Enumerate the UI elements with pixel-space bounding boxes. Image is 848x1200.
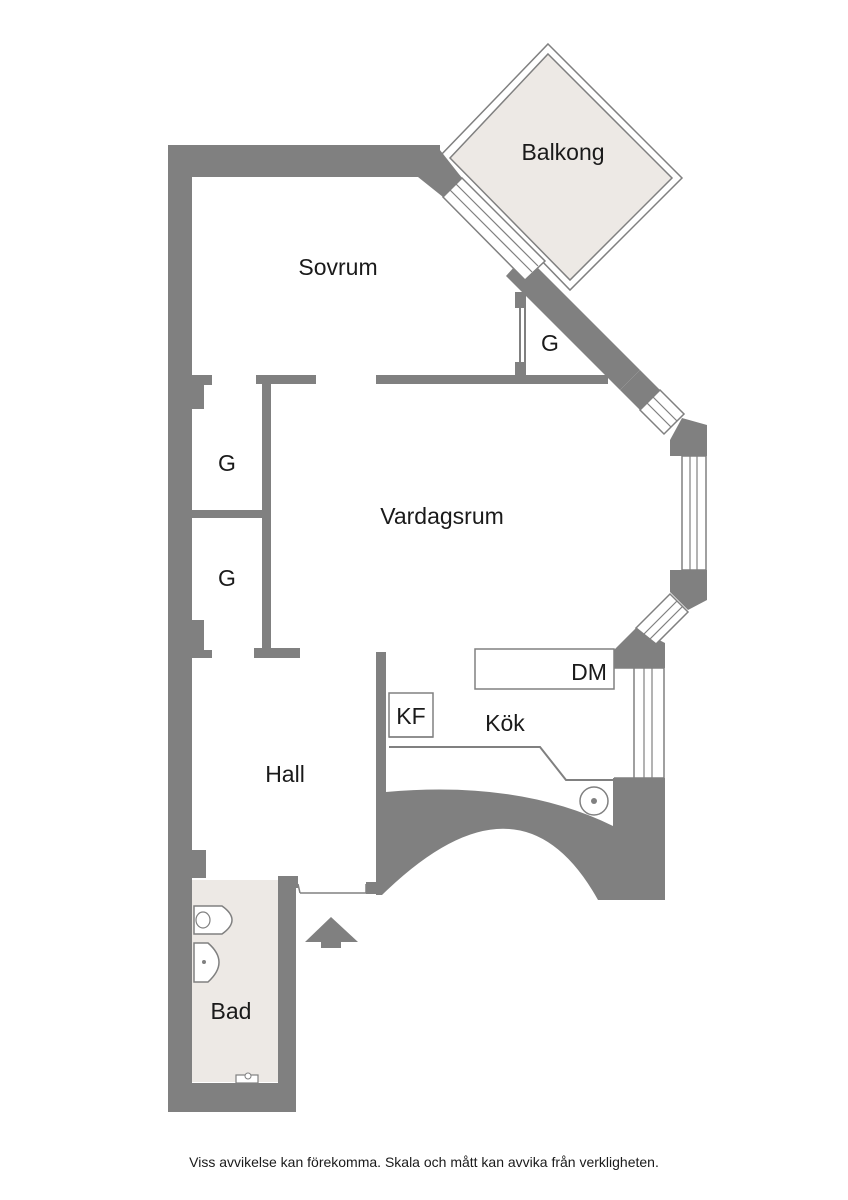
wall-closet-bottom [254, 648, 300, 658]
wall-bathroom-east [278, 880, 296, 1112]
wall-hall-bathroom-jamb [192, 850, 206, 878]
wall-kitchen-jamb [366, 882, 382, 894]
window-living-diagonal [638, 388, 686, 436]
wall-east-corner-lower [670, 570, 707, 610]
window-living-east [681, 455, 707, 571]
interior-walls [192, 292, 608, 878]
wall-closet-jamb-top2 [192, 385, 204, 409]
wall-closet-jamb-bottom2 [192, 650, 212, 658]
wall-east-corner-upper [670, 418, 707, 456]
label-dishwasher: DM [571, 659, 607, 685]
label-fridge-freezer: KF [396, 703, 425, 729]
fridge-freezer [388, 692, 434, 738]
toilet-icon [193, 905, 233, 935]
kitchen-counter [389, 746, 613, 781]
label-living-room: Vardagsrum [380, 503, 504, 529]
wall-closet-divider [192, 510, 264, 518]
balcony [438, 42, 684, 292]
disclaimer-text: Viss avvikelse kan förekomma. Skala och … [189, 1154, 659, 1170]
window-balcony [441, 176, 547, 282]
label-kitchen: Kök [485, 710, 525, 736]
kitchen-fixtures [388, 648, 615, 816]
window-kitchen [633, 667, 665, 779]
wall-bathroom-north-right [278, 876, 298, 888]
wall-bathroom-south [168, 1083, 296, 1112]
wall-closet-partition [262, 375, 271, 658]
bathroom-sink-icon [193, 942, 220, 983]
west-wall [168, 145, 192, 1112]
wall-kitchen-arch [376, 652, 613, 900]
shower-drain-icon [235, 1072, 259, 1084]
label-hall: Hall [265, 761, 305, 787]
dishwasher-counter [474, 648, 615, 690]
label-bedroom: Sovrum [298, 254, 377, 280]
wall-closet-jamb-top [192, 375, 212, 385]
bathroom-fixtures [193, 905, 259, 1084]
label-closet-lower: G [218, 565, 236, 591]
label-closet-upper: G [218, 450, 236, 476]
wall-bedroom-living-left [256, 375, 316, 384]
wall-bathroom-north [168, 875, 192, 888]
label-bedroom-closet: G [541, 330, 559, 356]
wall-north-diagonal [418, 145, 462, 197]
bedroom-closet-outline [519, 308, 600, 377]
window-living-southeast [634, 592, 690, 646]
windows [441, 176, 707, 779]
front-door [297, 883, 367, 894]
wall-kitchen-east [613, 778, 665, 900]
label-balcony: Balkong [521, 139, 604, 165]
wall-closet-jamb-bottom [192, 620, 204, 650]
label-bathroom: Bad [211, 998, 252, 1024]
north-wall [168, 145, 440, 177]
wall-bedroom-closet-jamb [515, 292, 525, 308]
entrance-arrow-icon [305, 917, 358, 948]
wall-diagonal-mid [506, 255, 640, 390]
wall-bedroom-living-right [376, 375, 608, 384]
